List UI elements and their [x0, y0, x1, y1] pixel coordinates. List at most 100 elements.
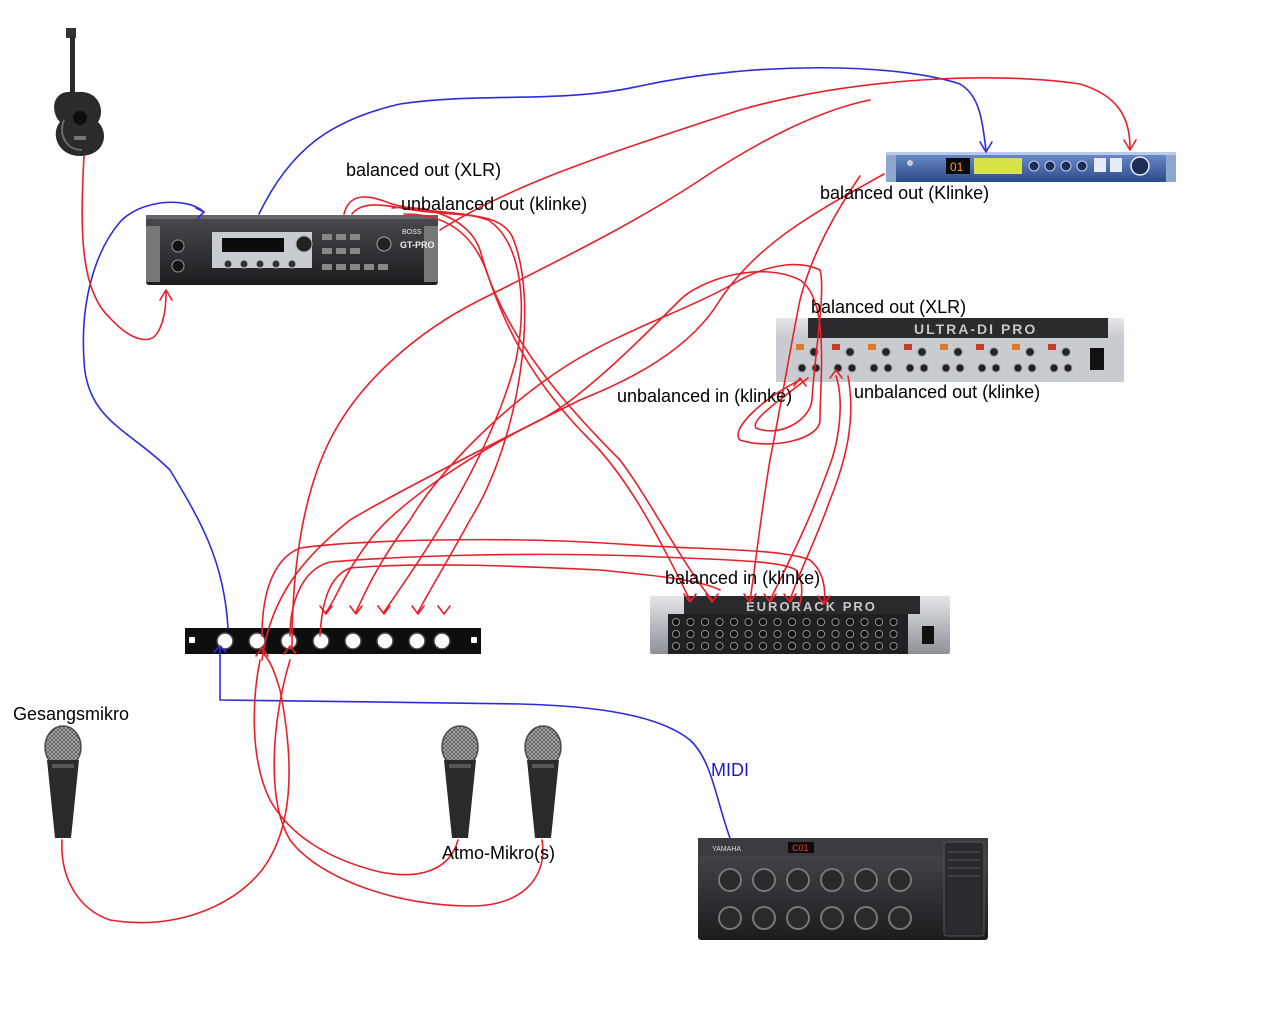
di-channel-knob [1025, 347, 1035, 357]
gt-brand-text: BOSS [402, 229, 422, 236]
mixer-knob [846, 642, 855, 651]
mixer-knob [686, 642, 695, 651]
di-channel-jack [977, 363, 987, 373]
foot-switch [888, 906, 912, 930]
di-channel-jack [883, 363, 893, 373]
di-channel-jack [941, 363, 951, 373]
mixer-knob [744, 642, 753, 651]
mixer-knob [773, 630, 782, 639]
ambient-microphone-2-icon [524, 725, 562, 838]
mixer-knob [831, 630, 840, 639]
mixer-knob [773, 618, 782, 627]
midi-arrowheads [195, 141, 993, 653]
di-channel-jack [797, 363, 807, 373]
di-channel-jack [905, 363, 915, 373]
tc-balanced-out-label: balanced out (Klinke) [820, 183, 990, 203]
di-channel-led [976, 344, 984, 350]
foot-brand-text: YAMAHA [712, 846, 741, 853]
mixer-knob [701, 642, 710, 651]
vocal-microphone-icon [44, 725, 82, 838]
foot-switch [786, 868, 810, 892]
di-channel-led [940, 344, 948, 350]
boss-gt-pro-unit: BOSS GT-PRO [146, 215, 438, 285]
mixer-knob [860, 618, 869, 627]
di-channel-jack [919, 363, 929, 373]
mixer-front-text: EURORACK PRO [746, 599, 877, 614]
mixer-knob [802, 642, 811, 651]
mixer-knob [802, 618, 811, 627]
mixer-knob [875, 642, 884, 651]
audio-cable-patch-loop-1 [261, 538, 826, 637]
di-channel-led [796, 344, 804, 350]
tc-effect-unit: 01 [886, 152, 1176, 182]
audio-cable-guitar-to-gt [81, 155, 167, 341]
foot-switch [820, 868, 844, 892]
di-channel-jack [811, 363, 821, 373]
audio-cable-tc-to-mixer [749, 175, 861, 601]
mixer-knob [744, 618, 753, 627]
mixer-knob [788, 642, 797, 651]
di-unbalanced-out-label: unbalanced out (klinke) [854, 382, 1041, 402]
mixer-knob [817, 642, 826, 651]
di-channel-led [832, 344, 840, 350]
mixer-knob [701, 630, 710, 639]
arrowheads [159, 139, 1137, 657]
foot-switch [718, 906, 742, 930]
midi-cable-foot-to-patchbay [219, 647, 731, 839]
di-front-text: ULTRA-DI PRO [914, 321, 1037, 337]
mixer-knob [686, 618, 695, 627]
audio-cable-tc-ret [291, 99, 871, 649]
mixer-knob [846, 630, 855, 639]
yamaha-midi-foot-controller: YAMAHA C01 [698, 838, 988, 940]
mixer-knob [701, 618, 710, 627]
mixer-knob [686, 630, 695, 639]
mixer-knob [759, 618, 768, 627]
ultra-di-pro-unit: ULTRA-DI PRO [776, 318, 1124, 382]
foot-switch [718, 868, 742, 892]
mixer-knob [730, 630, 739, 639]
di-balanced-out-label: balanced out (XLR) [811, 297, 967, 317]
audio-cable-di-loop-2 [355, 263, 823, 613]
mixer-knob [846, 618, 855, 627]
xlr-patch-bay [185, 628, 481, 654]
di-channel-jack [1013, 363, 1023, 373]
audio-cable-di-out-to-mixer [769, 375, 841, 601]
di-channel-jack [1049, 363, 1059, 373]
mixer-knob [672, 642, 681, 651]
di-channel-led [1048, 344, 1056, 350]
di-channel-knob [881, 347, 891, 357]
audio-cable-patch-loop-3 [319, 564, 721, 637]
atmo-mikro-label: Atmo-Mikro(s) [442, 843, 555, 863]
gt-unbalanced-out-label: unbalanced out (klinke) [401, 194, 588, 214]
tc-display-text: 01 [950, 160, 964, 174]
di-channel-jack [955, 363, 965, 373]
mixer-knob [889, 642, 898, 651]
mixer-knob [759, 642, 768, 651]
audio-cable-vocal-mic [61, 651, 290, 924]
audio-cable-gt-xlr-1 [343, 196, 523, 613]
di-channel-knob [1061, 347, 1071, 357]
mixer-knob [817, 618, 826, 627]
mixer-knob [773, 642, 782, 651]
di-channel-jack [1027, 363, 1037, 373]
audio-cable-tc-out [261, 173, 885, 661]
audio-cable-gt-xlr-2 [351, 204, 526, 613]
gt-balanced-out-label: balanced out (XLR) [346, 160, 502, 180]
mixer-knob [715, 642, 724, 651]
mixer-knob [817, 630, 826, 639]
audio-cable-patch-loop-2 [289, 553, 803, 637]
audio-cable-gt-jack-1 [391, 206, 691, 601]
mixer-knob [759, 630, 768, 639]
mixer-knob [730, 618, 739, 627]
foot-switch [786, 906, 810, 930]
audio-cable-di-loop-1 [325, 271, 823, 613]
mixer-knob [672, 618, 681, 627]
di-channel-knob [953, 347, 963, 357]
mixer-knob [860, 630, 869, 639]
mixer-knob [889, 618, 898, 627]
midi-cable-patchbay-to-gt [82, 201, 229, 629]
di-channel-knob [845, 347, 855, 357]
mixer-knob [860, 642, 869, 651]
foot-switch [752, 868, 776, 892]
di-channel-jack [847, 363, 857, 373]
